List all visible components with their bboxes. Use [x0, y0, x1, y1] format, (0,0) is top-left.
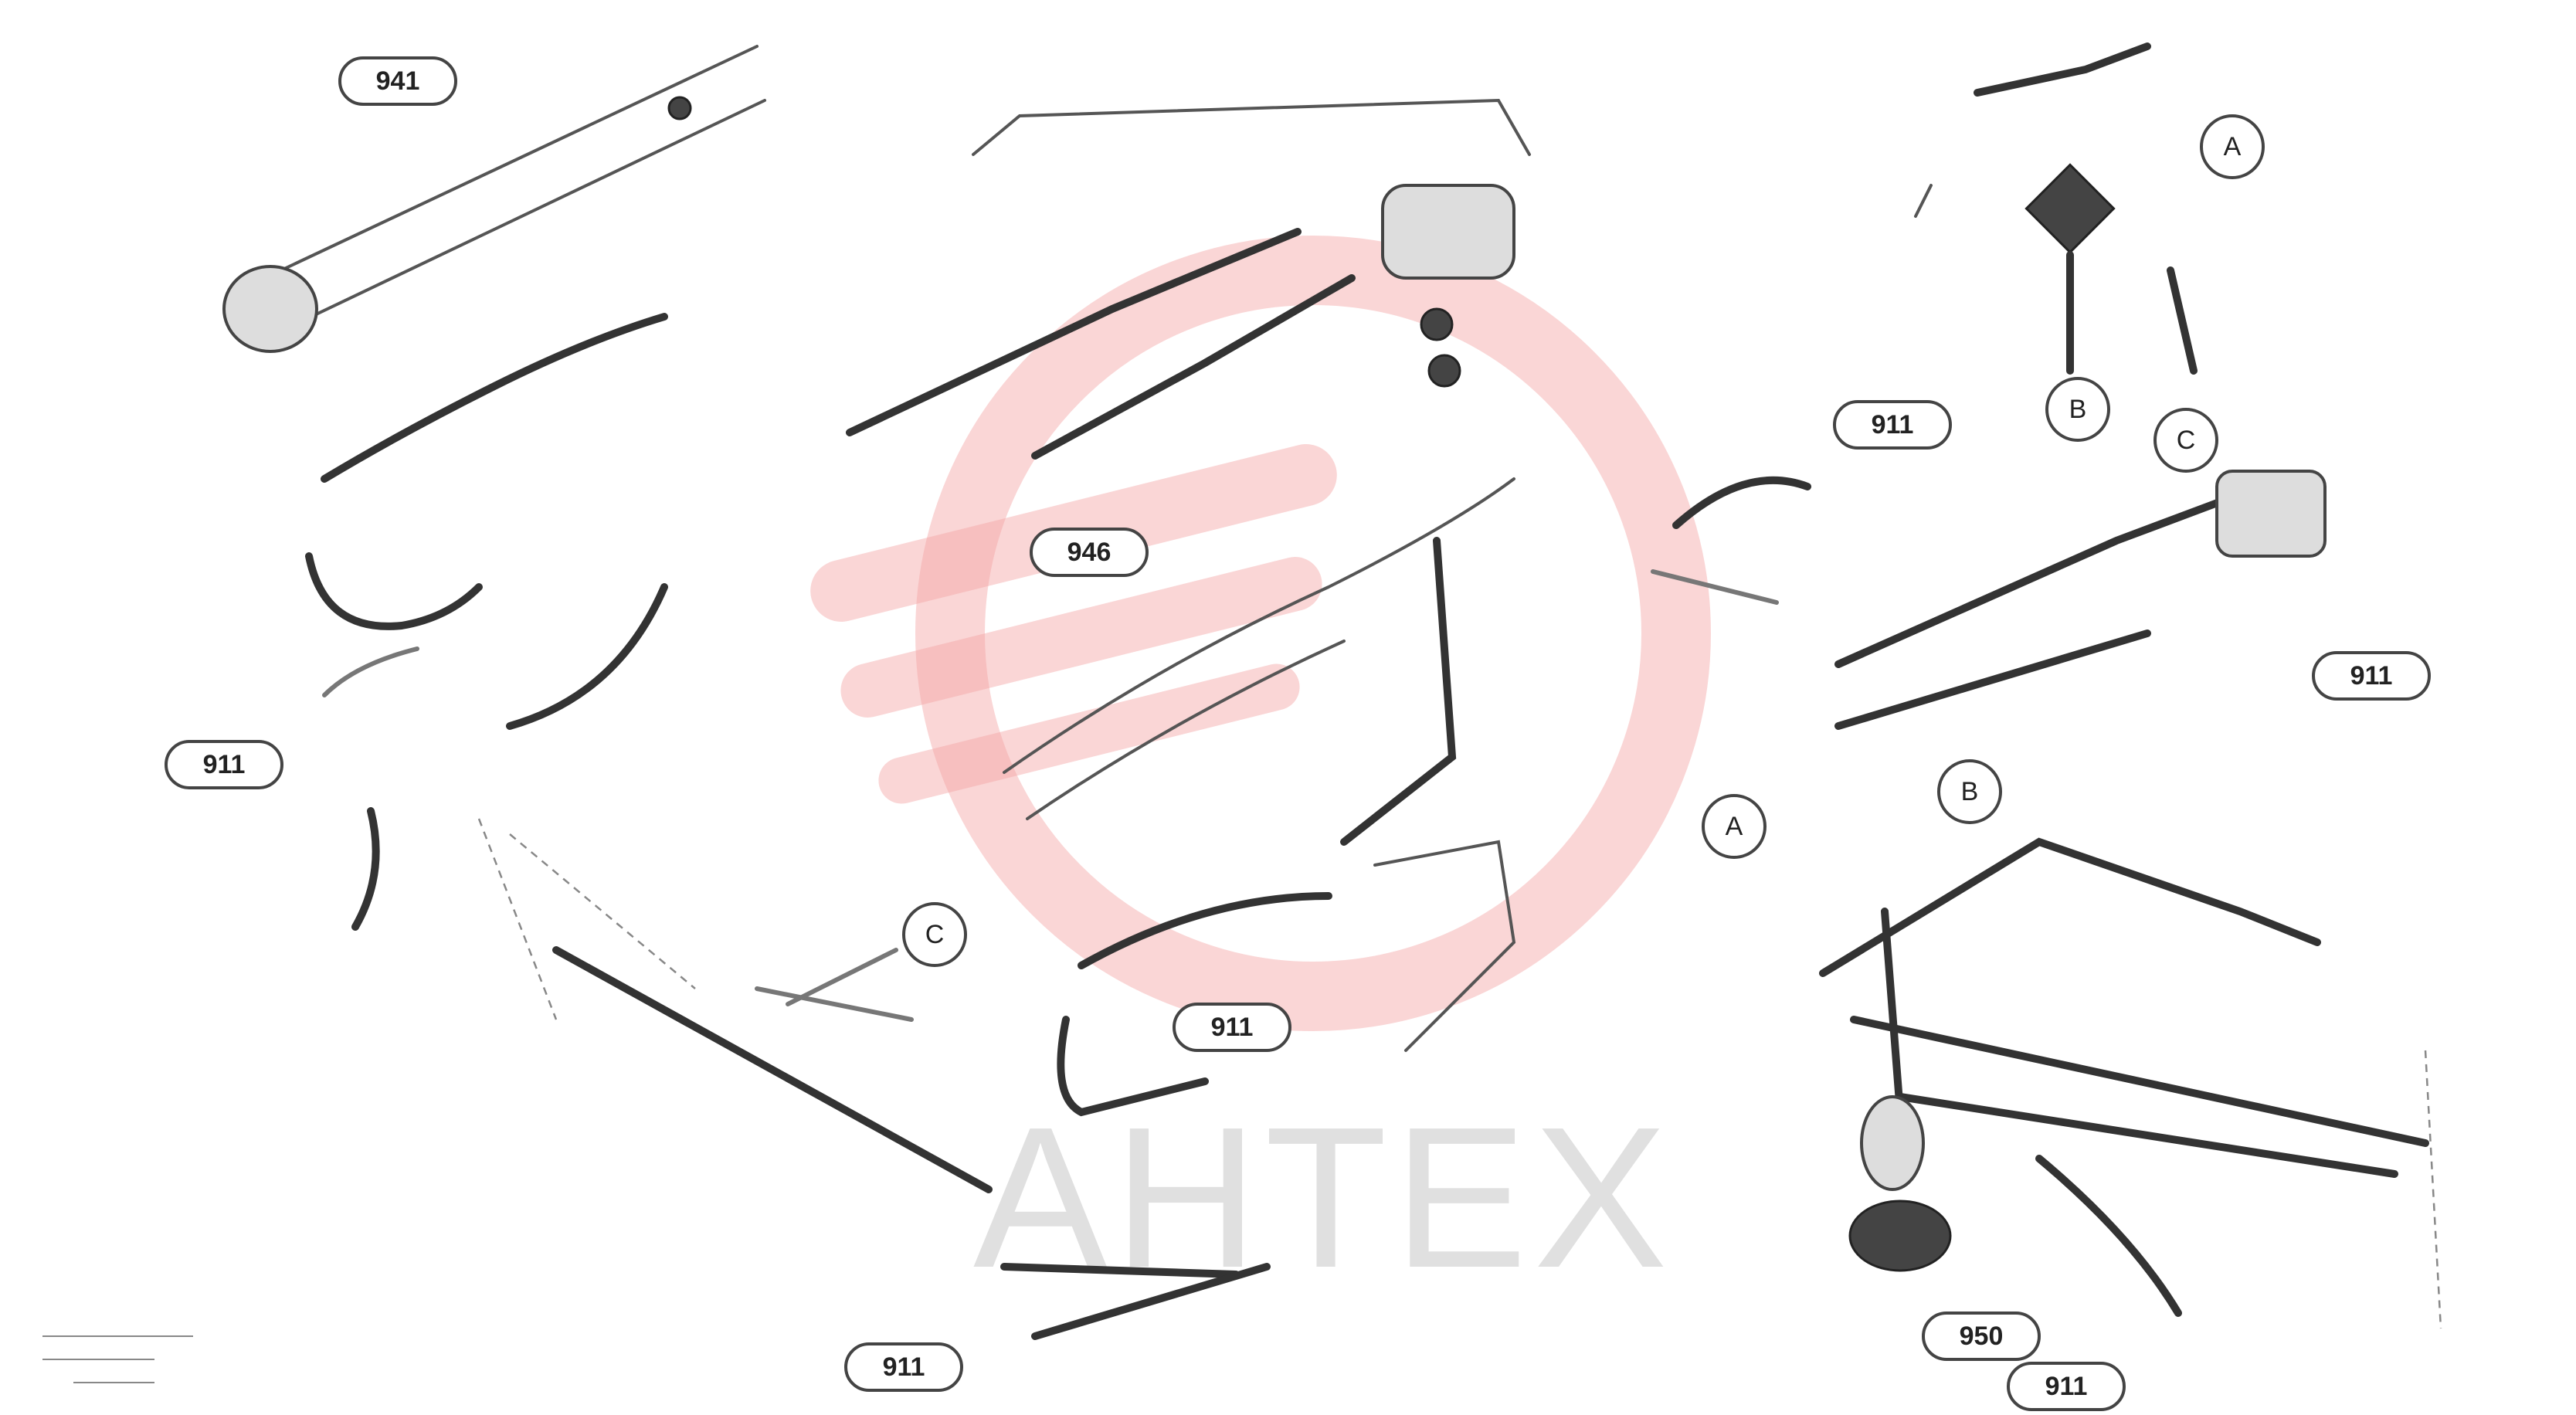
- svg-text:C: C: [2177, 426, 2196, 455]
- ref-marker-c-top: C: [2153, 408, 2218, 473]
- ref-marker-c-middle: C: [902, 902, 967, 967]
- ref-marker-a-top: A: [2200, 114, 2265, 179]
- watermark-gear-logo: [810, 236, 1711, 1031]
- svg-text:B: B: [2069, 395, 2087, 424]
- callout-911-right: 911: [2312, 651, 2431, 701]
- svg-text:911: 911: [1872, 410, 1914, 439]
- callout-911-bottom-right: 911: [2007, 1362, 2126, 1411]
- svg-text:911: 911: [883, 1352, 925, 1382]
- watermark-text: AHTEX: [973, 1086, 1674, 1310]
- left-assembly: [222, 45, 993, 1193]
- svg-text:911: 911: [1211, 1013, 1254, 1042]
- svg-text:A: A: [1726, 812, 1743, 841]
- svg-text:911: 911: [2045, 1372, 2088, 1401]
- callout-911-middle: 911: [1173, 1003, 1291, 1052]
- callout-911-bottom: 911: [844, 1342, 963, 1392]
- callout-946: 946: [1030, 528, 1149, 577]
- ref-marker-b-middle: B: [1937, 759, 2002, 824]
- middle-assembly: [786, 98, 1531, 1340]
- callout-950: 950: [1922, 1312, 2041, 1361]
- svg-text:946: 946: [1067, 538, 1112, 567]
- ref-marker-a-middle: A: [1702, 794, 1767, 859]
- ref-marker-b-top: B: [2045, 377, 2110, 442]
- svg-text:A: A: [2224, 132, 2242, 161]
- svg-text:911: 911: [203, 750, 246, 779]
- svg-text:950: 950: [1960, 1322, 2004, 1351]
- callout-911-left: 911: [165, 740, 283, 789]
- svg-text:B: B: [1961, 777, 1979, 806]
- callout-911-top-right: 911: [1833, 400, 1952, 450]
- svg-text:941: 941: [376, 66, 420, 96]
- svg-text:911: 911: [2350, 661, 2393, 691]
- drawing-footer: [42, 1335, 193, 1383]
- right-assembly: [1651, 42, 2442, 1329]
- svg-text:C: C: [925, 920, 945, 949]
- callout-941: 941: [338, 56, 457, 106]
